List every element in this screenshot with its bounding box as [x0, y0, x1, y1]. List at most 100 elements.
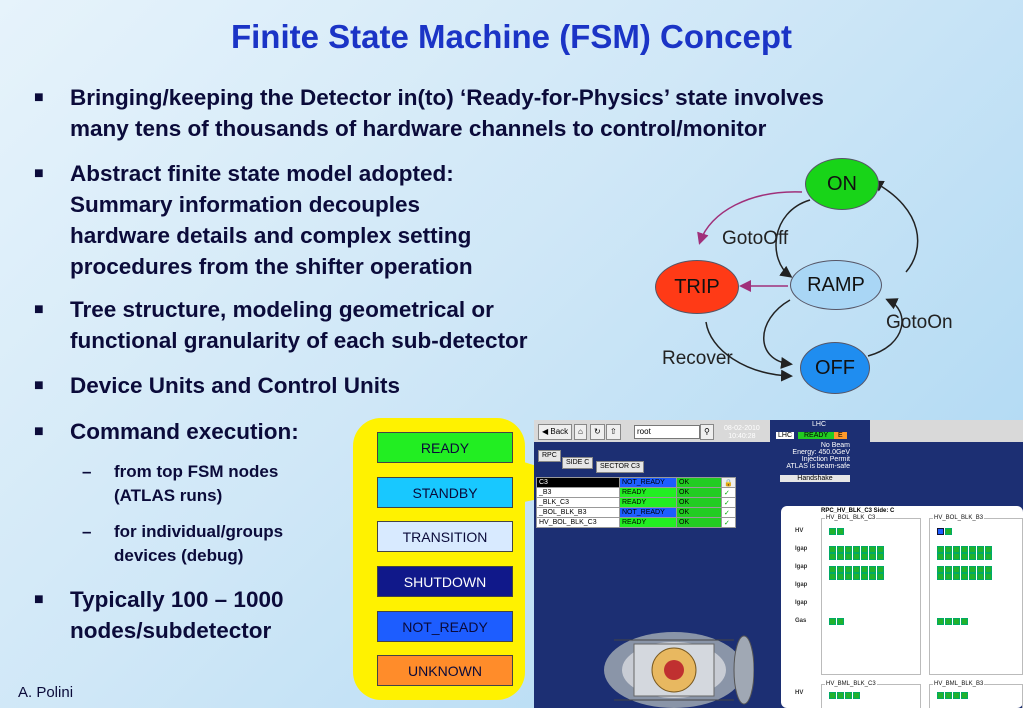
channel-cells [937, 546, 992, 553]
check-icon: ✓ [721, 517, 736, 528]
row-label: Igap [795, 564, 808, 570]
row-label: Igap [795, 582, 808, 588]
bullet-marker: ■ [34, 591, 44, 608]
bullet-marker: ■ [34, 89, 44, 106]
channel-cells [937, 566, 992, 573]
tab-sector[interactable]: SECTOR C3 [596, 461, 644, 473]
channel-cells [829, 618, 844, 625]
search-icon[interactable]: ⚲ [700, 424, 714, 440]
fsm-label-gotooff: GotoOff [722, 228, 789, 249]
state-shutdown: SHUTDOWN [377, 566, 513, 597]
fsm-gui-screenshot: ◀ Back ⌂ ↻ ⇧ root ⚲ 08-02-2010 10:40:28 … [534, 420, 1023, 708]
bullet-line: Bringing/keeping the Detector in(to) ‘Re… [70, 85, 824, 110]
tab-rpc[interactable]: RPC [538, 450, 561, 462]
state-not-ready: NOT_READY [377, 611, 513, 642]
node-status: OK [676, 497, 722, 508]
address-field[interactable]: root [634, 425, 700, 439]
node-state: READY [619, 517, 677, 528]
handshake-button[interactable]: Handshake [780, 475, 850, 482]
state-label: UNKNOWN [408, 662, 482, 679]
fsm-node-ramp-label: RAMP [807, 273, 865, 296]
atlas-detector-image [604, 632, 754, 708]
sub-bullet-marker: – [82, 462, 92, 481]
state-label: NOT_READY [402, 618, 488, 635]
state-unknown: UNKNOWN [377, 655, 513, 686]
back-button[interactable]: ◀ Back [538, 424, 573, 440]
fsm-arrows [697, 180, 919, 382]
node-state: READY [619, 497, 677, 508]
up-icon[interactable]: ⇧ [606, 424, 621, 440]
fsm-diagram: ON RAMP TRIP OFF GotoOff GotoOn Recover [640, 150, 1020, 400]
node-name: _BLK_C3 [536, 497, 620, 508]
sub-bullet-line: from top FSM nodes [114, 462, 279, 481]
bullet-line: Device Units and Control Units [70, 373, 401, 398]
bullet-line: many tens of thousands of hardware chann… [70, 116, 767, 141]
tab-side[interactable]: SIDE C [562, 457, 594, 469]
fsm-node-off-label: OFF [815, 356, 855, 379]
time-text: 10:40:28 [728, 433, 756, 440]
row-label: Igap [795, 546, 808, 552]
arrow-ramp-to-off [763, 299, 793, 369]
fsm-label-gotoon: GotoOn [886, 312, 953, 333]
home-icon[interactable]: ⌂ [574, 424, 587, 440]
channel-cells [937, 528, 952, 535]
node-status: OK [676, 517, 722, 528]
row-label: HV [795, 528, 804, 534]
state-label: TRANSITION [402, 528, 488, 545]
fsm-node-trip-label: TRIP [674, 275, 720, 298]
channel-cells [829, 692, 860, 699]
lhc-info-line: No Beam [820, 442, 850, 449]
fsm-node-trip: TRIP [655, 260, 739, 314]
lhc-info-line: Injection Permit [801, 456, 850, 463]
sub-bullet-marker: – [82, 522, 92, 541]
arrow-ramp-to-on [871, 180, 919, 273]
lhc-flag: E [834, 432, 847, 439]
hv-group [821, 518, 921, 675]
bullet-line: Tree structure, modeling geometrical or [70, 297, 494, 322]
channel-cells [829, 553, 884, 560]
hv-group-title: HV_BML_BLK_B3 [933, 681, 985, 687]
node-state: NOT_READY [619, 507, 677, 518]
hv-group-title: HV_BOL_BLK_B3 [933, 515, 985, 521]
refresh-icon[interactable]: ↻ [590, 424, 605, 440]
node-state: NOT_READY [619, 477, 677, 488]
fsm-label-recover: Recover [662, 348, 733, 369]
arrow-trip-to-off [705, 321, 793, 382]
author-footer: A. Polini [18, 684, 74, 701]
lock-icon[interactable]: 🔒 [721, 477, 736, 488]
check-icon: ✓ [721, 497, 736, 508]
bullet-line: Abstract finite state model adopted: [70, 161, 454, 186]
lhc-status: LHC LHC READY E No Beam Energy: 450.0GeV… [770, 420, 870, 488]
slide-title: Finite State Machine (FSM) Concept [230, 18, 793, 55]
channel-cells [829, 573, 884, 580]
channel-cells [829, 546, 884, 553]
datetime: 08-02-2010 10:40:28 [724, 425, 760, 441]
bullet-line: hardware details and complex setting [70, 223, 472, 248]
bullet-line: functional granularity of each sub-detec… [70, 328, 528, 353]
row-label: Igap [795, 600, 808, 606]
hv-group-title: HV_BML_BLK_C3 [825, 681, 877, 687]
node-status: OK [676, 487, 722, 498]
fsm-node-off: OFF [800, 342, 870, 394]
hv-panel-area: RPC_HV_BLK_C3 Side: C HV Igap Igap Igap … [771, 492, 1023, 708]
lhc-info: No Beam Energy: 450.0GeV Injection Permi… [772, 442, 850, 470]
state-standby: STANDBY [377, 477, 513, 508]
node-status: OK [676, 477, 722, 488]
node-name: HV_BOL_BLK_C3 [536, 517, 620, 528]
hv-group [929, 518, 1023, 675]
bullet-line: procedures from the shifter operation [70, 254, 473, 279]
bullet-line: Command execution: [70, 419, 299, 444]
state-label: STANDBY [412, 484, 478, 501]
states-panel: READY STANDBY TRANSITION SHUTDOWN NOT_RE… [353, 418, 525, 700]
check-icon: ✓ [721, 487, 736, 498]
arrow-off-to-ramp [867, 298, 903, 357]
sub-bullet-line: (ATLAS runs) [114, 486, 223, 505]
state-label: SHUTDOWN [403, 573, 487, 590]
lhc-tag: LHC [776, 432, 795, 439]
check-icon: ✓ [721, 507, 736, 518]
